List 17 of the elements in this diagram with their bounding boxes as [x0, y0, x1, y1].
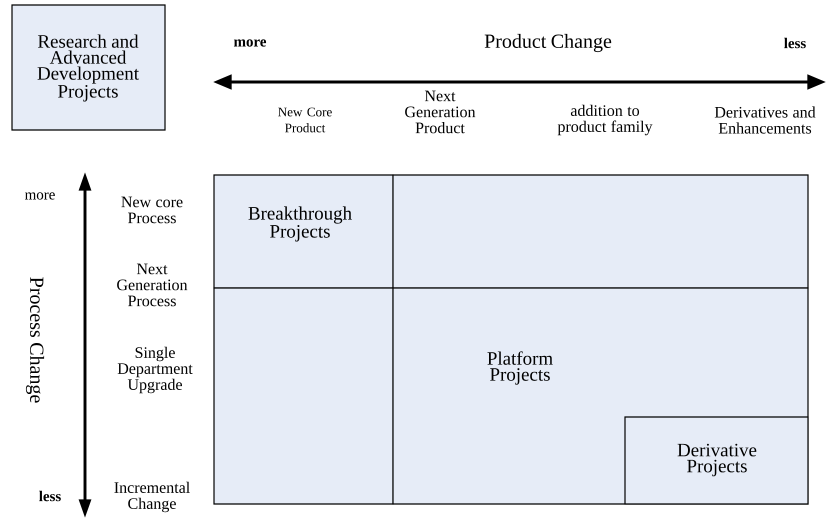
- axis-end-label: less: [39, 490, 61, 502]
- axis-tick-label: addition to product family: [558, 104, 652, 136]
- research-box: Research and Advanced Development Projects: [11, 4, 166, 131]
- axis-tick-label: New core Process: [121, 196, 183, 224]
- axis-end-label: more: [24, 192, 55, 200]
- axis-tick-label: Single Department Upgrade: [118, 346, 193, 394]
- axis-end-label: more: [234, 39, 266, 47]
- axis-tick-label: Next Generation Process: [117, 264, 188, 306]
- matrix-cell: Derivative Projects: [624, 416, 809, 505]
- axis-end-label: less: [784, 38, 806, 48]
- axis-tick-label: Next Generation Product: [405, 90, 476, 134]
- axis-tick-label: New Core Product: [278, 108, 332, 132]
- matrix-cell: Breakthrough Projects: [213, 174, 394, 289]
- axis-title: Product Change: [484, 34, 612, 52]
- axis-title: Process Change: [26, 277, 44, 403]
- axis-tick-label: Derivatives and Enhancements: [714, 106, 816, 134]
- axis-tick-label: Incremental Change: [114, 482, 190, 512]
